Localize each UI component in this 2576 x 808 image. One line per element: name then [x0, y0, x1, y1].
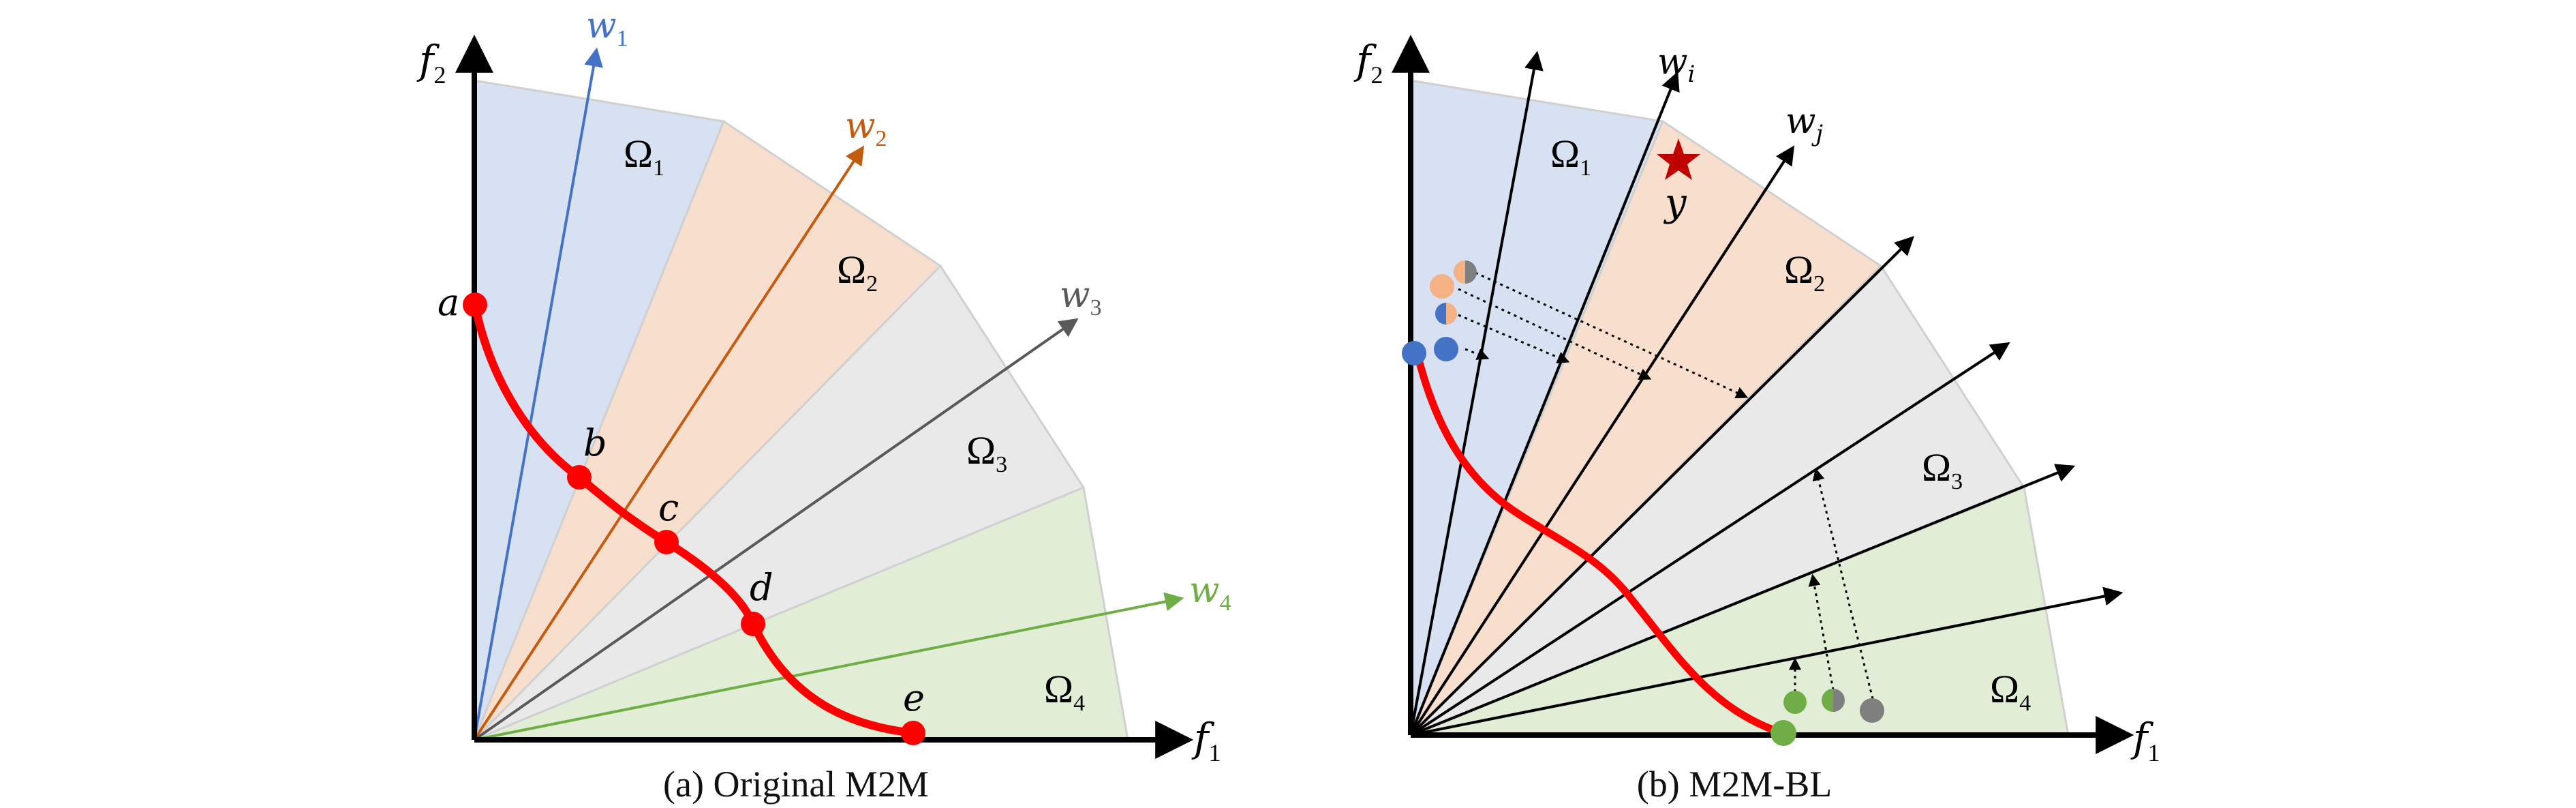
region-omega1-label-b: Ω1	[1550, 132, 1591, 181]
point-e-label: e	[903, 676, 925, 719]
point-a	[463, 293, 487, 317]
vector-b-5	[1409, 342, 2010, 736]
half-orange-gray-point	[1454, 260, 1477, 284]
panel-b: f2 f1 wi wj y Ω1 Ω2 Ω3 Ω4 (b) M2M-BL	[1353, 34, 2160, 805]
vector-w2-label-a: w2	[845, 106, 887, 151]
region-omega1-label-a: Ω1	[624, 132, 664, 181]
point-b-label: b	[583, 421, 607, 464]
x-axis-label-a: f1	[1191, 715, 1221, 766]
blue-point	[1434, 337, 1458, 361]
y-axis-label-b: f2	[1353, 37, 1383, 89]
star-icon	[1657, 138, 1700, 180]
half-green-gray-point	[1822, 689, 1845, 712]
panel-a-solution-points	[463, 293, 925, 745]
vector-b-6	[1410, 464, 2076, 736]
point-d	[741, 612, 765, 636]
migration-arrow-4	[1475, 271, 1749, 399]
vector-w4-a	[474, 592, 1184, 741]
vector-b-wi	[1409, 71, 1680, 736]
orange-point	[1430, 274, 1454, 299]
vector-w2-a	[473, 145, 865, 741]
panel-a-labels: f2 f1 w1 w2 w3 w4 Ω1 Ω2 Ω3 Ω4 a b c d e	[416, 5, 1231, 766]
region-omega3-label-b: Ω3	[1922, 445, 1963, 494]
gray-point	[1860, 698, 1884, 723]
vector-w1-label-a: w1	[586, 5, 628, 51]
star-label-y: y	[1663, 181, 1687, 225]
panel-a: f2 f1 w1 w2 w3 w4 Ω1 Ω2 Ω3 Ω4 a b c d e …	[416, 5, 1231, 805]
pareto-front-b	[1413, 350, 1786, 737]
vector-wi-label-b: wi	[1657, 42, 1695, 88]
point-c-label: c	[658, 486, 679, 529]
point-e	[901, 721, 925, 745]
x-axis-label-b: f1	[2130, 715, 2160, 766]
panel-a-weight-vectors	[473, 47, 1184, 741]
point-d-label: d	[750, 566, 773, 609]
panel-b-regions	[1409, 79, 2070, 736]
half-blue-orange-point	[1435, 303, 1457, 325]
panel-b-labels: f2 f1 wi wj y Ω1 Ω2 Ω3 Ω4	[1353, 37, 2160, 766]
migration-arrow-7	[1812, 468, 1874, 700]
migration-arrow-3	[1458, 288, 1652, 380]
vector-w1-a	[473, 47, 603, 740]
blue-point-on-axis	[1402, 341, 1426, 365]
green-point-on-axis	[1770, 720, 1796, 746]
region-omega2-label-a: Ω2	[837, 248, 878, 297]
y-axis-label-a: f2	[416, 37, 446, 89]
region-omega4-label-b: Ω4	[1990, 667, 2031, 716]
vector-b-1	[1409, 50, 1544, 736]
vector-b-7	[1410, 586, 2123, 736]
caption-a: (a) Original M2M	[663, 764, 929, 805]
vector-wj-label-b: wj	[1785, 101, 1824, 147]
region-omega2-label-b: Ω2	[1784, 248, 1825, 297]
green-point	[1783, 691, 1807, 714]
vector-w4-label-a: w4	[1189, 570, 1231, 616]
vector-b-wj	[1409, 145, 1795, 736]
panel-a-regions	[473, 79, 1129, 741]
panel-a-axes	[455, 34, 1194, 759]
vector-w3-label-a: w3	[1060, 275, 1102, 320]
vector-b-4	[1409, 236, 1914, 736]
panel-b-axes	[1392, 34, 2134, 754]
caption-b: (b) M2M-BL	[1637, 764, 1832, 805]
panel-b-migration-arrows	[1458, 271, 1874, 700]
vector-w3-a	[473, 318, 1079, 741]
migration-arrow-6	[1808, 573, 1835, 691]
point-a-label: a	[438, 281, 459, 324]
panel-b-weight-vectors	[1409, 50, 2123, 736]
point-c	[654, 530, 679, 554]
point-b	[567, 465, 592, 490]
region-omega3-label-a: Ω3	[966, 428, 1007, 477]
panel-b-solution-points	[1402, 260, 1884, 746]
region-omega4-label-a: Ω4	[1044, 667, 1085, 716]
